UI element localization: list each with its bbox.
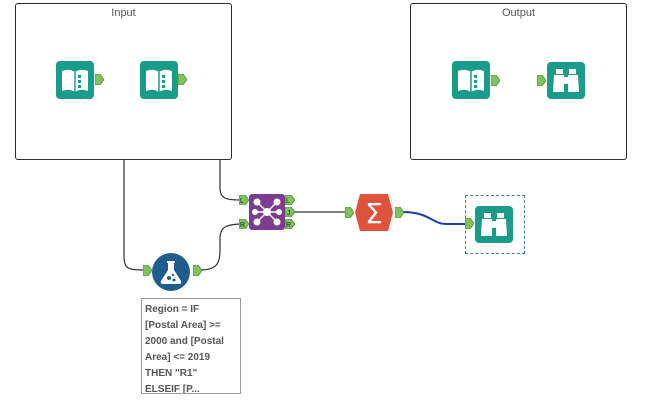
- output-browse-tool[interactable]: [547, 62, 585, 99]
- output-anchor[interactable]: [178, 74, 187, 85]
- binoculars-icon: [547, 62, 585, 99]
- summarize-output-anchor[interactable]: [395, 207, 404, 218]
- output-input-data-tool[interactable]: [452, 61, 490, 99]
- book-icon: [56, 61, 94, 99]
- formula-annotation: Region = IF [Postal Area] >= 2000 and [P…: [141, 298, 241, 394]
- join-label-out-L: L: [286, 198, 290, 205]
- browse-input-anchor[interactable]: [465, 218, 474, 229]
- output-anchor[interactable]: [491, 75, 500, 86]
- join-tool[interactable]: [249, 194, 285, 230]
- input-data-tool-2[interactable]: [140, 61, 178, 99]
- formula-output-anchor[interactable]: [193, 265, 202, 276]
- join-label-out-R: R: [286, 222, 291, 229]
- join-label-out-J: J: [287, 210, 291, 217]
- input-container[interactable]: Input: [15, 3, 232, 160]
- input-data-tool-1[interactable]: [56, 61, 94, 99]
- wire-formula-to-join-right: [199, 223, 245, 271]
- book-icon: [452, 61, 490, 99]
- summarize-input-anchor[interactable]: [345, 207, 354, 218]
- binoculars-icon: [475, 206, 513, 243]
- browse-tool[interactable]: [475, 206, 513, 243]
- output-container-title: Output: [501, 7, 536, 19]
- join-output-anchor-left[interactable]: L: [285, 195, 295, 205]
- formula-input-anchor[interactable]: [143, 265, 152, 276]
- join-output-anchor-right[interactable]: R: [285, 219, 295, 229]
- input-container-title: Input: [111, 7, 136, 19]
- book-icon: [140, 61, 178, 99]
- summarize-tool[interactable]: Σ: [355, 194, 393, 231]
- flask-icon: [152, 253, 190, 291]
- join-label-R: R: [240, 222, 245, 229]
- join-icon: [249, 194, 285, 230]
- join-label-L: L: [240, 198, 244, 205]
- sigma-icon: Σ: [355, 194, 393, 231]
- join-input-anchor-right[interactable]: R: [239, 219, 249, 229]
- join-input-anchor-left[interactable]: L: [239, 195, 249, 205]
- wire-summarize-to-browse: [401, 211, 468, 225]
- output-anchor[interactable]: [95, 74, 104, 85]
- join-output-anchor-join[interactable]: J: [285, 207, 295, 217]
- formula-tool[interactable]: [152, 253, 190, 291]
- summarize-symbol: Σ: [365, 197, 383, 230]
- output-container[interactable]: Output: [410, 3, 627, 160]
- input-anchor[interactable]: [537, 75, 546, 86]
